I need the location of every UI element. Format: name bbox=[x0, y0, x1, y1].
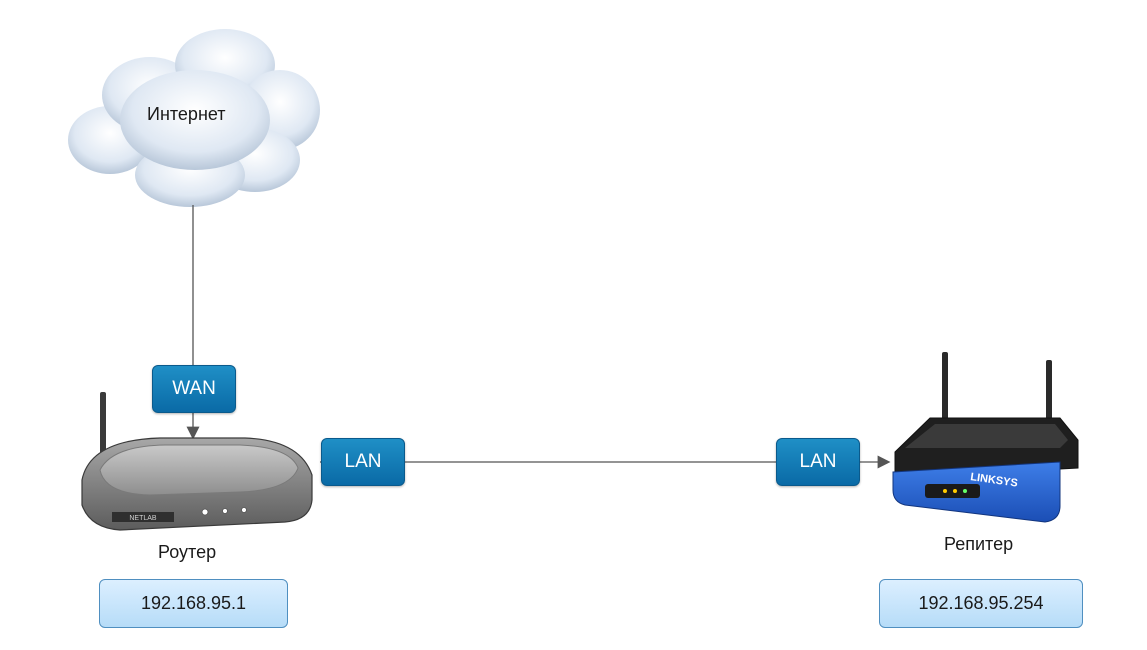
router-ip-box: 192.168.95.1 bbox=[99, 579, 288, 628]
repeater-ip-box: 192.168.95.254 bbox=[879, 579, 1083, 628]
repeater-lan-port-badge: LAN bbox=[776, 438, 860, 486]
router-device-icon: NETLAB bbox=[81, 392, 313, 531]
router-brand-text: NETLAB bbox=[129, 515, 157, 522]
router-lan-port-badge: LAN bbox=[321, 438, 405, 486]
repeater-label: Репитер bbox=[944, 534, 1014, 554]
wan-port-badge: WAN bbox=[152, 365, 236, 413]
internet-cloud-icon bbox=[68, 29, 320, 207]
repeater-device-icon: LINKSYS bbox=[892, 352, 1079, 523]
router-label: Роутер bbox=[158, 542, 217, 562]
internet-label: Интернет bbox=[147, 104, 226, 124]
